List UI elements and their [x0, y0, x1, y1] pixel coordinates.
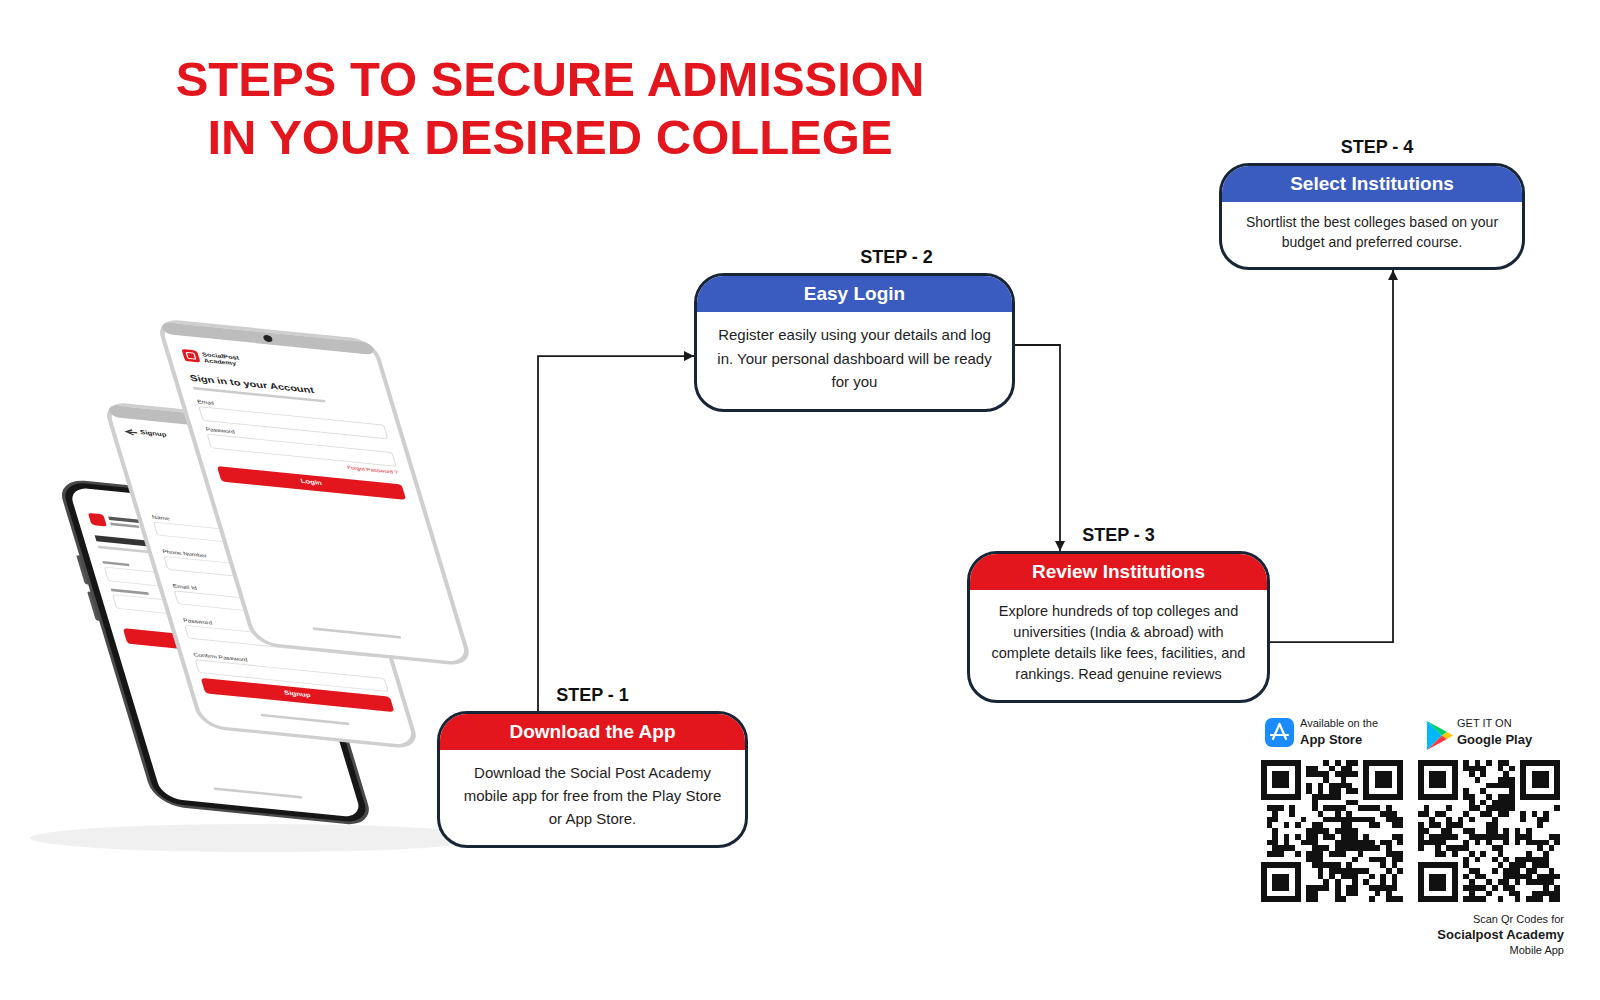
- button-shape: [201, 678, 395, 712]
- step-number-wrap: STEP - 3: [970, 524, 1267, 546]
- back-arrow: [125, 429, 138, 435]
- logo-mark: [181, 349, 200, 363]
- qr-caption: Mobile App: [1510, 944, 1564, 956]
- phone-camera: [262, 335, 273, 343]
- badge-small-text: GET IT ON: [1457, 717, 1512, 729]
- step-box: STEP - 3Review InstitutionsExplore hundr…: [967, 551, 1270, 703]
- icon-glyph: [1271, 724, 1288, 739]
- qr-caption: Scan Qr Codes for: [1473, 913, 1564, 925]
- flow-arrow: [1270, 270, 1393, 642]
- step-description: Download the Social Post Academy mobile …: [440, 750, 745, 845]
- step-heading: Select Institutions: [1222, 166, 1522, 202]
- phone-shadow: [30, 824, 490, 852]
- text-bar: [261, 714, 350, 725]
- step-number-wrap: STEP - 2: [739, 246, 1054, 268]
- logo-mark: [88, 513, 107, 527]
- logo-glyph: [186, 352, 196, 359]
- title: STEPS TO SECURE ADMISSION IN YOUR DESIRE…: [160, 50, 940, 166]
- text-bar: [111, 589, 149, 595]
- google-play-icon: [1425, 720, 1454, 751]
- step-number-wrap: STEP - 4: [1227, 136, 1527, 158]
- step-box: STEP - 2Easy LoginRegister easily using …: [694, 273, 1015, 412]
- qr-caption-bold: Socialpost Academy: [1437, 927, 1564, 942]
- icon-ground: [1265, 718, 1294, 747]
- text-bar: [313, 627, 402, 638]
- qr-modules: [1261, 760, 1403, 902]
- app-store-icon: [1265, 718, 1294, 747]
- step-heading: Easy Login: [697, 276, 1012, 312]
- step-description: Explore hundreds of top colleges and uni…: [970, 590, 1267, 700]
- phone-frame: [155, 318, 474, 667]
- phone-screen: [160, 322, 468, 663]
- flow-arrow: [538, 356, 694, 711]
- input-field: [199, 407, 388, 439]
- step-heading: Download the App: [440, 714, 745, 750]
- badge-small-text: Available on the: [1300, 717, 1378, 729]
- step-number-wrap: STEP - 1: [440, 684, 745, 706]
- text-bar: [214, 787, 303, 798]
- qr-code: [1261, 760, 1403, 902]
- icon-part: [1442, 732, 1453, 739]
- step-description: Shortlist the best colleges based on you…: [1222, 202, 1522, 267]
- text-bar: [102, 561, 129, 566]
- icon-part: [1427, 736, 1447, 751]
- input-field: [207, 434, 396, 466]
- qr-modules: [1418, 760, 1560, 902]
- step-heading: Review Institutions: [970, 554, 1267, 590]
- logo-bar: [110, 523, 139, 528]
- badge-store-name: Google Play: [1457, 732, 1532, 747]
- qr-code: [1418, 760, 1560, 902]
- step-box: STEP - 1Download the AppDownload the Soc…: [437, 711, 748, 848]
- flow-arrow: [1015, 345, 1060, 551]
- step-number: STEP - 2: [857, 247, 936, 267]
- step-number: STEP - 3: [1079, 525, 1158, 545]
- badge-store-name: App Store: [1300, 732, 1362, 747]
- step-description: Register easily using your details and l…: [697, 312, 1012, 409]
- status-bar: [160, 322, 375, 355]
- step-box: STEP - 4Select InstitutionsShortlist the…: [1219, 163, 1525, 270]
- step-number: STEP - 4: [1338, 137, 1417, 157]
- step-number: STEP - 1: [553, 685, 632, 705]
- icon-part: [1427, 721, 1447, 736]
